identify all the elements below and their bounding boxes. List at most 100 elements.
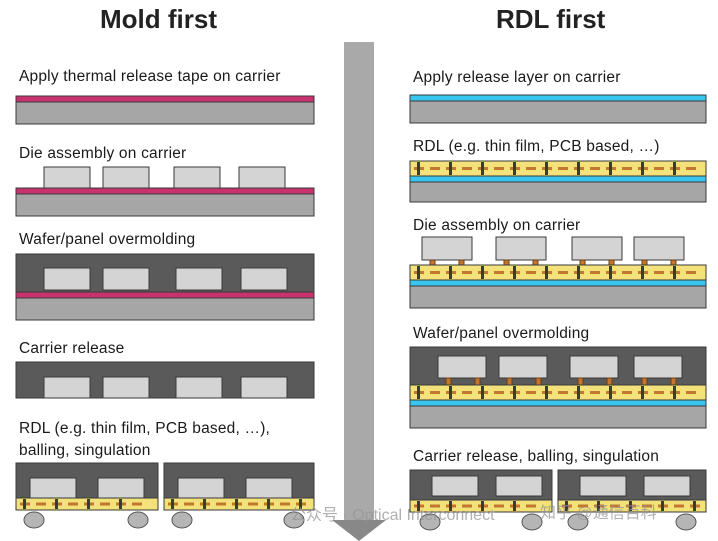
mold-s5-pkg2-rdl-via [171, 499, 174, 509]
rdl-s4-rdl-via [545, 386, 548, 399]
rdl-s5-pkg2-rdl-trace [610, 504, 620, 508]
mold-s2-die-1 [43, 166, 91, 189]
rdl-s4-rdl-trace [622, 391, 632, 394]
rdl-s4-rdl-via [673, 386, 676, 399]
rdl-s5-pkg1-rdl-trace [494, 504, 504, 508]
rdl-s2-rdl-via [481, 162, 484, 175]
mold-s5-pkg2-rdl-trace [184, 502, 194, 506]
rdl-s2-rdl-via [609, 162, 612, 175]
rdl-s5-pkg2-rdl-via [597, 501, 600, 511]
rdl-s5-pkg2-die-2 [643, 475, 691, 497]
rdl-s4-release-layer [409, 399, 707, 407]
rdl-s5-pkg1-die-2 [495, 475, 543, 497]
rdl-s5-pkg2-ball-1 [567, 513, 589, 531]
mold-step2-label: Die assembly on carrier [19, 145, 187, 162]
mold-step4-label: Carrier release [19, 340, 125, 357]
mold-s5-pkg1-rdl-via [87, 499, 90, 509]
mold-s5-pkg1-rdl-trace [100, 502, 110, 506]
rdl-s3-rdl-via [609, 266, 612, 279]
rdl-s1-release-layer [409, 94, 707, 102]
rdl-s4-rdl-trace [430, 391, 440, 394]
rdl-s4-rdl-trace [526, 391, 536, 394]
rdl-s3-rdl-via [545, 266, 548, 279]
rdl-s4-die-1 [437, 355, 487, 379]
rdl-s3-die-4 [633, 236, 685, 261]
rdl-s5-pkg1-ball-2 [521, 513, 543, 531]
mold-s3-die-4 [240, 267, 288, 291]
rdl-s2-release-layer [409, 175, 707, 183]
process-arrow-shaft [344, 42, 374, 520]
mold-s5-pkg1-rdl-trace [36, 502, 46, 506]
rdl-s2-carrier [409, 181, 707, 203]
mold-s2-die-4 [238, 166, 286, 189]
rdl-s3-rdl-via [641, 266, 644, 279]
mold-s3-die-3 [175, 267, 223, 291]
mold-step5-label-line1: RDL (e.g. thin film, PCB based, …), [19, 420, 271, 437]
title-rdl-first: RDL first [496, 4, 606, 34]
rdl-s3-rdl-via [481, 266, 484, 279]
rdl-s2-rdl-trace [654, 167, 664, 170]
rdl-s2-rdl-trace [558, 167, 568, 170]
mold-s4-die-4 [240, 376, 288, 399]
mold-s5-pkg1-rdl-via [23, 499, 26, 509]
mold-s2-die-3 [173, 166, 221, 189]
rdl-step5-label: Carrier release, balling, singulation [413, 448, 660, 465]
mold-s5-pkg2-rdl-via [203, 499, 206, 509]
rdl-s3-rdl-via [417, 266, 420, 279]
rdl-s5-pkg2-ball-2 [675, 513, 697, 531]
mold-s3-die-1 [43, 267, 91, 291]
rdl-s3-rdl-trace [494, 271, 504, 274]
rdl-s3-rdl-via [673, 266, 676, 279]
rdl-s2-rdl-via [417, 162, 420, 175]
rdl-s5-pkg1-rdl-trace [430, 504, 440, 508]
rdl-s4-rdl-via [513, 386, 516, 399]
rdl-s4-rdl-via [577, 386, 580, 399]
mold-s5-pkg2-rdl-via [235, 499, 238, 509]
mold-s3-carrier [15, 297, 315, 321]
rdl-s2-rdl-via [641, 162, 644, 175]
rdl-s2-rdl-trace [686, 167, 696, 170]
mold-s5-pkg2-rdl-trace [248, 502, 258, 506]
mold-s3-tape [15, 291, 315, 299]
mold-s5-pkg2-rdl-via [299, 499, 302, 509]
rdl-s5-pkg1-rdl-via [449, 501, 452, 511]
rdl-s5-pkg2-rdl-trace [642, 504, 652, 508]
rdl-s2-rdl-trace [622, 167, 632, 170]
rdl-s4-rdl-trace [590, 391, 600, 394]
mold-s5-pkg2-die-2 [245, 477, 293, 499]
rdl-s5-pkg1-rdl-via [513, 501, 516, 511]
rdl-s3-die-1 [421, 236, 473, 261]
mold-step1-label: Apply thermal release tape on carrier [19, 68, 281, 85]
rdl-s5-pkg2-die-1 [579, 475, 627, 497]
rdl-s2-rdl-via [577, 162, 580, 175]
mold-s3-die-2 [102, 267, 150, 291]
process-arrow-head [332, 520, 386, 541]
rdl-s5-pkg1-ball-1 [419, 513, 441, 531]
rdl-s2-rdl-trace [590, 167, 600, 170]
rdl-s3-release-layer [409, 279, 707, 287]
rdl-s3-rdl-trace [686, 271, 696, 274]
rdl-s2-rdl-trace [526, 167, 536, 170]
watermark-right: 知乎 @通信百科 [540, 505, 657, 522]
mold-s1-carrier [15, 101, 315, 125]
mold-step3-label: Wafer/panel overmolding [19, 231, 196, 248]
rdl-s3-rdl-trace [558, 271, 568, 274]
rdl-s2-rdl-trace [494, 167, 504, 170]
rdl-s3-rdl-trace [526, 271, 536, 274]
mold-s5-pkg2-rdl-trace [216, 502, 226, 506]
mold-s1-tape [15, 95, 315, 103]
rdl-step3-label: Die assembly on carrier [413, 217, 581, 234]
mold-s5-pkg2-ball-1 [171, 511, 193, 529]
rdl-s5-pkg1-rdl-via [417, 501, 420, 511]
rdl-step2-label: RDL (e.g. thin film, PCB based, …) [413, 138, 660, 155]
mold-s4-die-3 [175, 376, 223, 399]
rdl-s5-pkg1-rdl-trace [526, 504, 536, 508]
mold-s4-die-1 [43, 376, 91, 399]
rdl-s5-pkg1-rdl-trace [462, 504, 472, 508]
rdl-s4-rdl-trace [558, 391, 568, 394]
mold-s2-tape [15, 187, 315, 195]
rdl-s4-rdl-via [449, 386, 452, 399]
rdl-s3-die-2 [495, 236, 547, 261]
